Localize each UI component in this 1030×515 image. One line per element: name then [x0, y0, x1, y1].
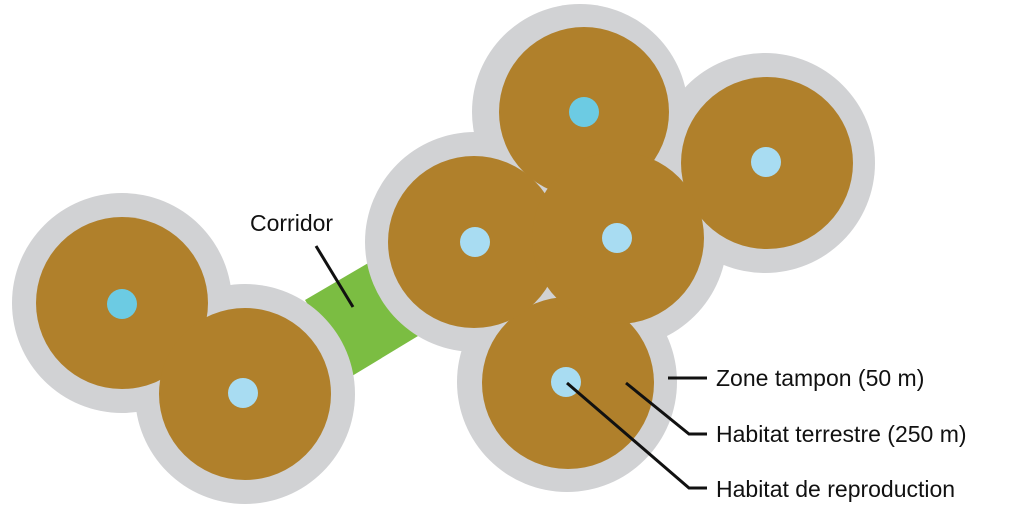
- leader-lines: [314, 245, 707, 490]
- corridor-label: Corridor: [250, 210, 333, 236]
- terrestrial-habitat-leader-line: [625, 381, 707, 436]
- terrestrial-habitat-label: Habitat terrestre (250 m): [716, 421, 967, 447]
- corridor-shape: [305, 262, 418, 376]
- breeding-habitat-6: [751, 147, 781, 177]
- breeding-habitat-5: [569, 97, 599, 127]
- breeding-habitat-3: [460, 227, 490, 257]
- breeding-habitat-leader-line: [566, 381, 707, 490]
- breeding-habitat-4: [602, 223, 632, 253]
- corridor-leader-line: [314, 245, 355, 308]
- breeding-habitat-1: [107, 289, 137, 319]
- buffer-zone-label: Zone tampon (50 m): [716, 365, 924, 391]
- breeding-habitat-label: Habitat de reproduction: [716, 476, 955, 502]
- breeding-habitat-2: [228, 378, 258, 408]
